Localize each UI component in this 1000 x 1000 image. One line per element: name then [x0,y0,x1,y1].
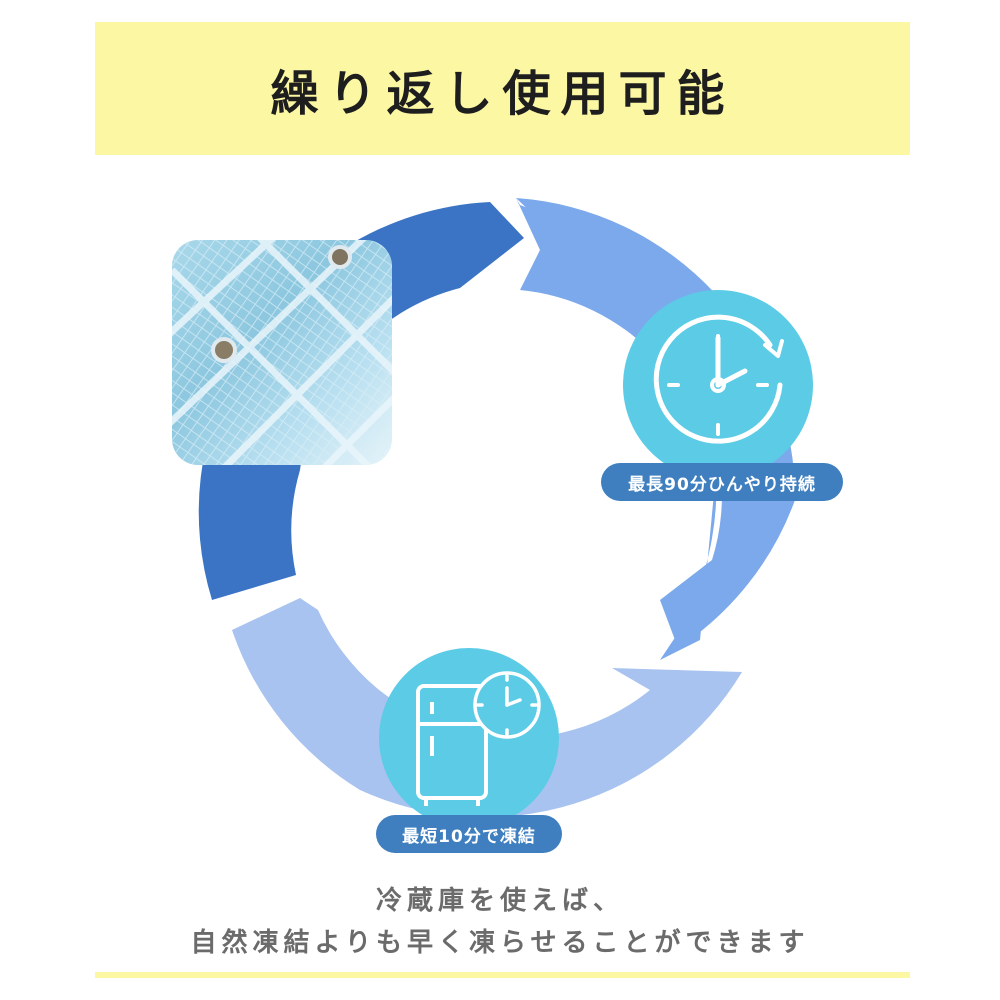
caption-line-1: 冷蔵庫を使えば、 [375,886,624,916]
footer-bar [95,972,910,978]
cycle-arrow-bottom [232,598,742,818]
timer-icon [473,671,541,739]
title-banner: 繰り返し使用可能 [95,22,910,155]
ice-pack-photo [172,240,392,465]
freeze-step-circle [379,648,559,828]
duration-badge: 最長90分ひんやり持続 [601,463,843,501]
cycle-arrow-left [198,202,524,600]
refrigerator-icon [416,684,488,806]
caption-line-2: 自然凍結よりも早く凍らせることができます [190,928,810,958]
clock-icon [653,314,784,444]
banner-title: 繰り返し使用可能 [270,65,735,122]
freeze-time-badge: 最短10分で凍結 [376,815,562,853]
ice-pack-grid-image [172,240,392,465]
